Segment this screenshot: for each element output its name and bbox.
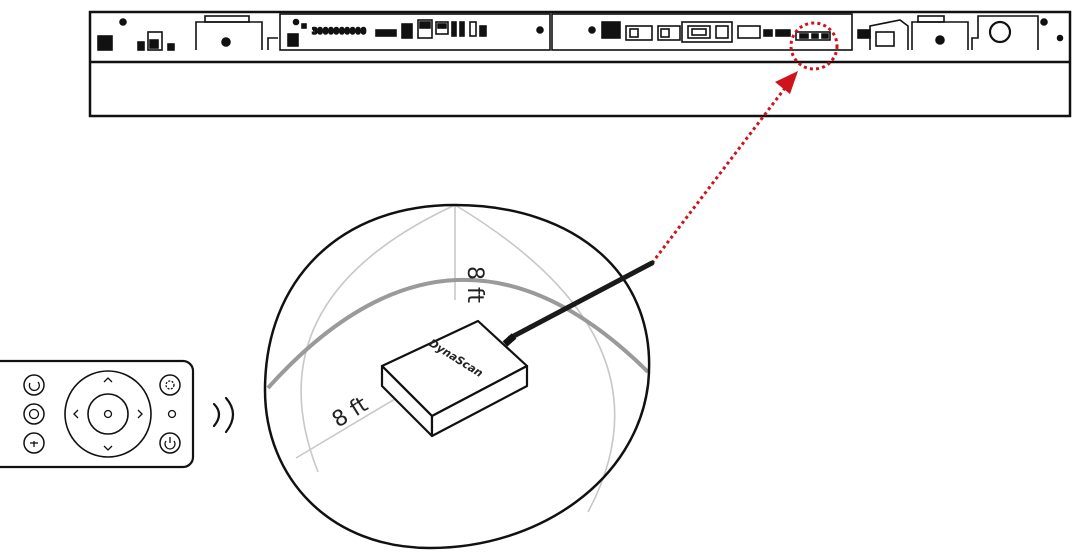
remote-ok-button [103,409,113,419]
receiver-side [430,364,529,438]
panel-connector-strip: 3000000000 [97,13,1064,51]
remote-button-source [23,403,45,425]
panel-body [88,10,1072,118]
signal-wave-inner [212,402,221,428]
ir-signal-icon [212,396,235,434]
remote-control-icon [0,359,195,469]
remote-indicator [167,409,177,419]
dome-guide-left [300,204,456,473]
remote-arrow-left [73,409,79,419]
connection-pointer [650,71,798,264]
remote-button-back [23,374,45,396]
remote-arrow-down [103,445,113,451]
remote-button-settings [159,374,181,396]
ir-receiver-icon: DynaScan [380,319,529,438]
dome-guide-right [454,204,616,513]
remote-arrow-right [137,409,143,419]
remote-dpad-ring [87,393,129,435]
ir-port-highlight [789,21,839,71]
receiver-cable [502,260,655,347]
dome-axis-horizontal [295,395,401,459]
dome-rim [266,277,650,390]
horizontal-range-label: 8 ft [328,392,373,433]
signal-wave-outer [224,396,235,434]
vertical-range-label: 8 ft [462,266,487,303]
dome-outline [263,203,651,550]
remote-arrow-up [103,377,113,383]
pointer-arrowhead [775,71,798,94]
display-panel: 3000000000 [88,10,1072,118]
port-label-row: 3000000000 [312,27,366,37]
